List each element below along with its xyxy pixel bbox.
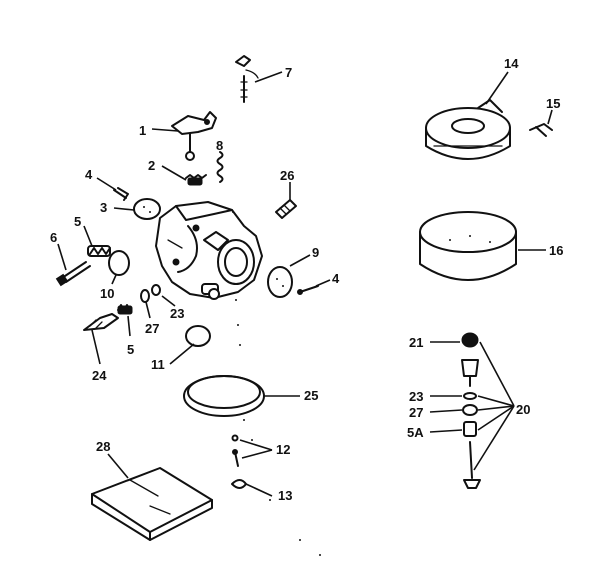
part-12-screws [231,434,239,467]
callout-5b: 5 [127,342,134,357]
callout-10: 10 [100,286,114,301]
callout-28: 28 [96,439,110,454]
leader-13 [245,483,273,497]
callout-2: 2 [148,158,155,173]
leader-12b [241,449,273,459]
leader-12a [239,439,273,451]
leader-1 [151,128,179,132]
part-6-screw [55,261,91,287]
centerline-dots [232,211,321,556]
callout-15: 15 [546,96,560,111]
callout-7: 7 [285,65,292,80]
part-5-upper-spring [87,245,111,257]
callout-21: 21 [409,335,423,350]
part-13-clip [231,479,247,489]
part-5-lower-spring [117,304,133,315]
callout-25: 25 [304,388,318,403]
part-4-right-pin [297,285,319,295]
leader-4a [96,177,117,191]
part-4-left-needle [113,187,129,201]
part-27-oring-left [140,289,150,303]
callout-16: 16 [549,243,563,258]
callout-13: 13 [278,488,292,503]
callout-8: 8 [216,138,223,153]
part-28-packet [91,467,213,541]
callout-26: 26 [280,168,294,183]
callout-4b: 4 [332,271,340,286]
leaders-20 [473,341,515,471]
callout-23a: 23 [170,306,184,321]
leader-28 [107,453,129,479]
part-7-screw [235,55,259,103]
part-16-filter [419,211,517,281]
leader-7 [254,71,283,83]
leader-27a [145,301,151,319]
part-15-clip [529,123,553,137]
callout-24: 24 [92,368,107,383]
part-3-diaphragm [133,198,161,220]
part-20-bolt-assembly [461,359,481,489]
callout-3: 3 [100,200,107,215]
part-11-disk [185,325,211,347]
leader-5a [83,225,93,247]
callout-6: 6 [50,230,57,245]
leader-14 [485,71,509,105]
leader-15 [547,109,553,125]
leader-23a [161,295,176,307]
leader-27b [429,409,463,413]
part-25-ring [183,375,265,417]
leader-11 [169,343,195,365]
callout-1: 1 [139,123,146,138]
leader-3 [113,207,135,211]
callout-23b: 23 [409,389,423,404]
callout-4a: 4 [85,167,93,182]
leader-6 [57,243,67,271]
leader-5A [429,429,463,433]
part-26-fitting [275,199,297,219]
part-24-needle-valve [83,313,119,331]
part-1-lever [171,111,217,161]
callout-27b: 27 [409,405,423,420]
leader-5b [127,315,131,337]
callout-14: 14 [504,56,519,71]
leader-2 [161,165,187,181]
leader-4b [315,279,331,287]
leader-24 [91,329,101,365]
part-9-diaphragm [267,266,293,298]
callout-5A: 5A [407,425,424,440]
part-23-washer-left [151,284,161,296]
leader-10 [111,274,117,285]
part-14-cover [425,99,511,160]
leader-9 [289,254,311,267]
part-carburetor-body [155,201,263,300]
part-21-cap [461,332,479,348]
callout-9: 9 [312,245,319,260]
callout-12: 12 [276,442,290,457]
callout-5a: 5 [74,214,81,229]
part-8-spring [216,151,224,183]
callout-11: 11 [151,357,165,372]
callout-20: 20 [516,402,530,417]
part-10-gasket [108,250,130,276]
part-2-spring [185,174,207,186]
callout-27a: 27 [145,321,159,336]
